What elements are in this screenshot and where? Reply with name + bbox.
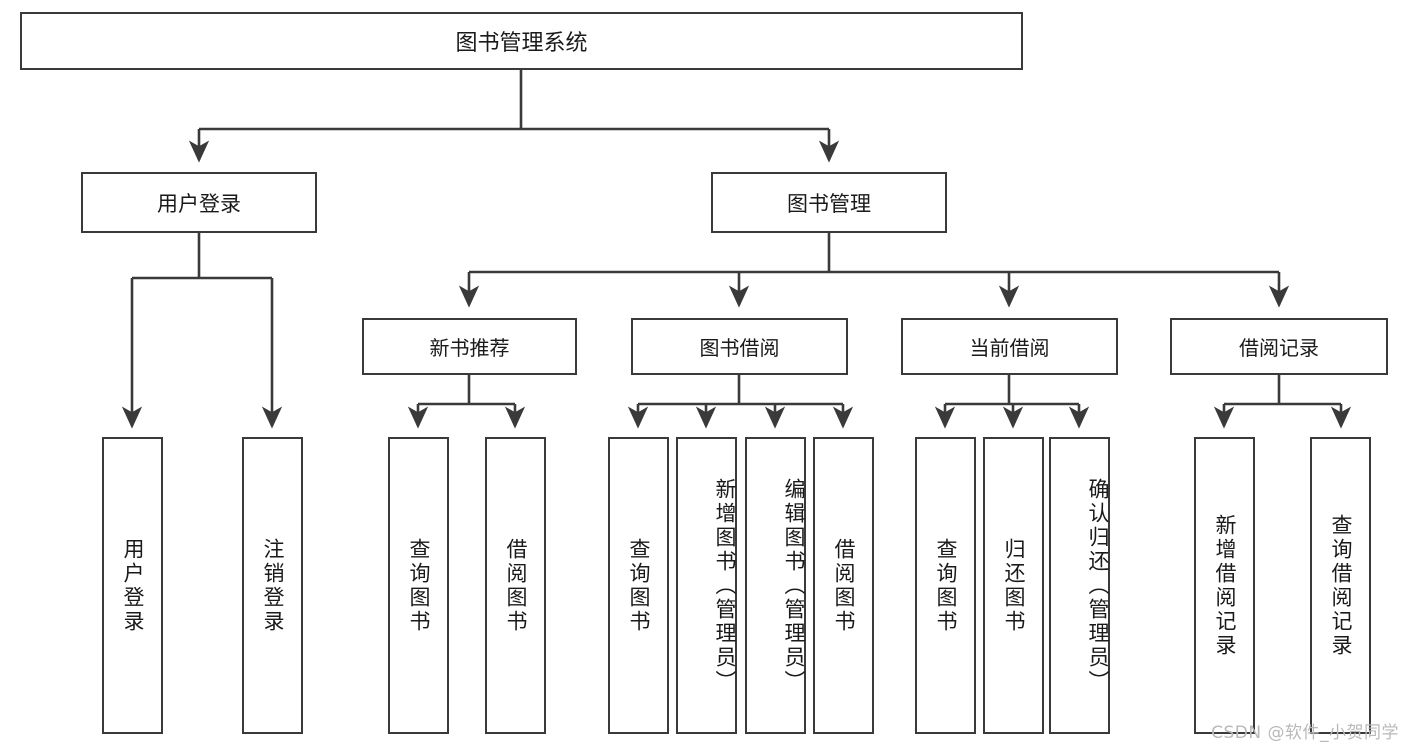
leaf-confirm-return-admin-label: 确认归还（管理员） <box>1086 477 1110 694</box>
leaf-query-borrow-record-label: 查询借阅记录 <box>1329 513 1353 658</box>
node-book-management-label: 图书管理 <box>787 191 871 216</box>
node-borrow-records-label: 借阅记录 <box>1239 336 1319 360</box>
node-current-borrow[interactable]: 当前借阅 <box>901 318 1118 375</box>
node-borrow-records[interactable]: 借阅记录 <box>1170 318 1388 375</box>
leaf-query-borrow-record[interactable]: 查询借阅记录 <box>1310 437 1371 734</box>
node-book-management[interactable]: 图书管理 <box>711 172 947 233</box>
leaf-borrow-book-newbook-label: 借阅图书 <box>504 537 528 634</box>
watermark: CSDN @软件_小贺同学 <box>1211 723 1399 743</box>
leaf-logout[interactable]: 注销登录 <box>242 437 303 734</box>
leaf-query-book-current-label: 查询图书 <box>934 537 958 634</box>
leaf-query-book-newbook[interactable]: 查询图书 <box>388 437 449 734</box>
node-root-label: 图书管理系统 <box>455 31 588 56</box>
leaf-edit-book-admin[interactable]: 编辑图书（管理员） <box>745 437 806 734</box>
node-new-book-recommendation[interactable]: 新书推荐 <box>362 318 577 375</box>
node-new-book-recommendation-label: 新书推荐 <box>429 336 510 360</box>
leaf-add-book-admin-label: 新增图书（管理员） <box>713 477 737 694</box>
leaf-query-book-newbook-label: 查询图书 <box>407 537 431 634</box>
node-book-borrow-label: 图书借阅 <box>699 336 780 360</box>
leaf-return-book[interactable]: 归还图书 <box>983 437 1044 734</box>
leaf-borrow-book[interactable]: 借阅图书 <box>813 437 874 734</box>
node-root[interactable]: 图书管理系统 <box>20 12 1023 70</box>
leaf-query-book-borrow[interactable]: 查询图书 <box>608 437 669 734</box>
leaf-query-book-current[interactable]: 查询图书 <box>915 437 976 734</box>
node-user-login[interactable]: 用户登录 <box>81 172 317 233</box>
leaf-add-book-admin[interactable]: 新增图书（管理员） <box>676 437 737 734</box>
node-current-borrow-label: 当前借阅 <box>969 336 1050 360</box>
leaf-user-login[interactable]: 用户登录 <box>102 437 163 734</box>
leaf-add-borrow-record-label: 新增借阅记录 <box>1213 513 1237 658</box>
leaf-user-login-label: 用户登录 <box>121 537 145 634</box>
node-user-login-label: 用户登录 <box>157 191 241 216</box>
leaf-borrow-book-newbook[interactable]: 借阅图书 <box>485 437 546 734</box>
leaf-query-book-borrow-label: 查询图书 <box>627 537 651 634</box>
leaf-borrow-book-label: 借阅图书 <box>832 537 856 634</box>
leaf-logout-label: 注销登录 <box>261 537 285 634</box>
leaf-return-book-label: 归还图书 <box>1002 537 1026 634</box>
leaf-add-borrow-record[interactable]: 新增借阅记录 <box>1194 437 1255 734</box>
node-book-borrow[interactable]: 图书借阅 <box>631 318 848 375</box>
leaf-confirm-return-admin[interactable]: 确认归还（管理员） <box>1049 437 1110 734</box>
leaf-edit-book-admin-label: 编辑图书（管理员） <box>782 477 806 694</box>
